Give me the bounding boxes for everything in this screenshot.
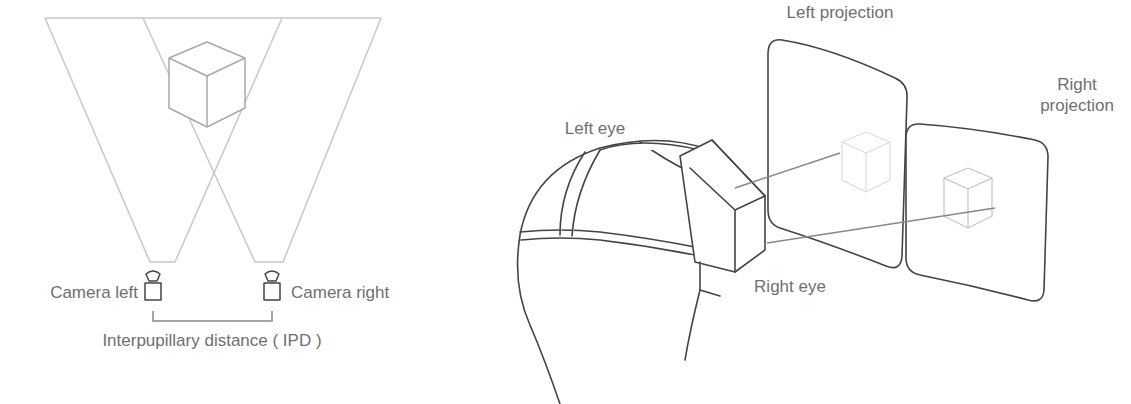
right-frustum — [143, 18, 381, 262]
right-projection-cube — [944, 168, 992, 228]
eye-label: Right eye — [740, 276, 840, 297]
camera-label: Camera left — [8, 282, 138, 303]
camera-right — [264, 271, 280, 300]
right-eye-ray — [767, 208, 995, 243]
cube — [169, 42, 245, 127]
left-frustum — [45, 18, 282, 262]
projection-label: Right projection — [1027, 74, 1127, 116]
camera-label: Camera right — [291, 282, 431, 303]
camera-left — [145, 271, 161, 300]
ipd-bracket — [153, 311, 272, 321]
frustum-top — [45, 17, 381, 19]
head-with-headset — [518, 140, 765, 404]
eye-label: Left eye — [540, 118, 650, 139]
ipd-label: Interpupillary distance ( IPD ) — [62, 330, 362, 351]
projection-label: Left projection — [775, 2, 905, 23]
left-eye-ray — [735, 153, 840, 188]
right-projection-panel — [906, 124, 1048, 301]
left-projection-cube — [842, 132, 890, 192]
